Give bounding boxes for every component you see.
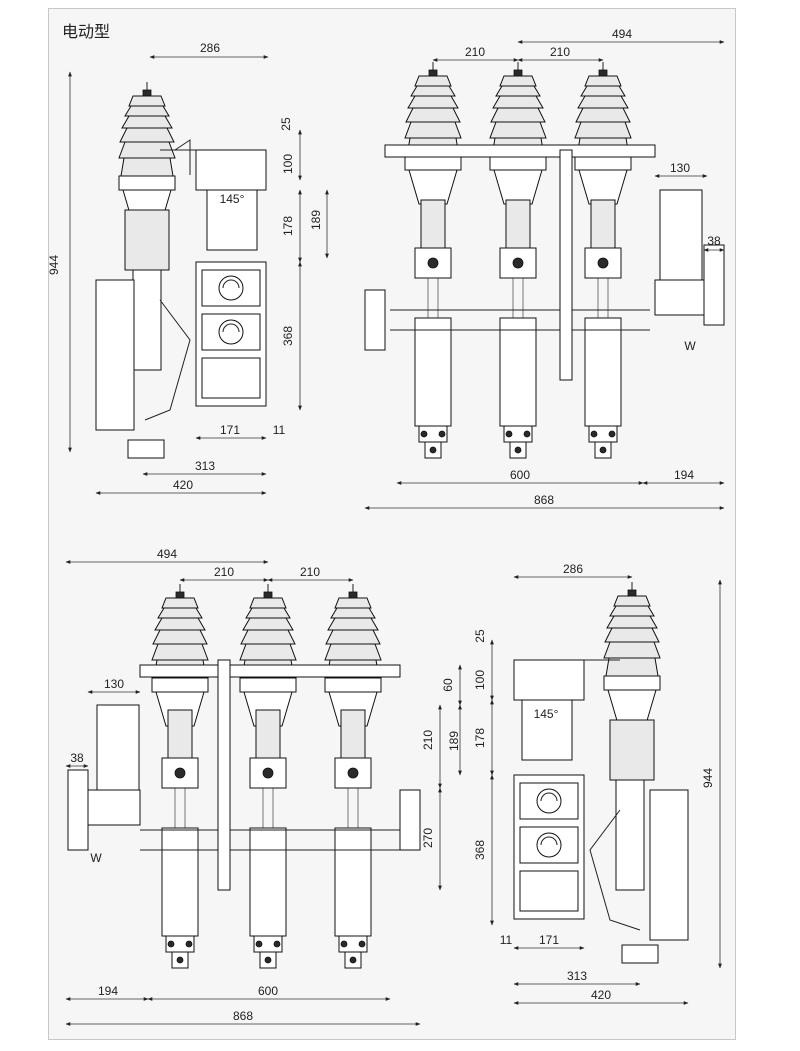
motor-label-bottom: W [90,851,102,865]
dim-210b: 210 [550,45,570,59]
dim-420: 420 [591,988,611,1002]
dim-600: 600 [258,984,278,998]
dim-600: 600 [510,468,530,482]
motor-label: W [684,339,696,353]
dim-368: 368 [473,840,487,860]
dim-868: 868 [534,493,554,507]
dim-11: 11 [273,423,286,437]
page-title: 电动型 [62,24,111,41]
dim-11: 11 [500,933,513,947]
dim-944: 944 [701,768,715,788]
front-view-top-dimensions: 210 210 494 130 38 600 194 868 [364,27,725,510]
dim-178: 178 [281,216,295,236]
side-view-bottom [513,581,689,964]
dim-944: 944 [47,255,61,275]
front-view-bottom: W [67,583,421,969]
dim-286: 286 [563,562,583,576]
dim-25: 25 [473,629,487,643]
dim-178: 178 [473,728,487,748]
dim-130: 130 [670,161,690,175]
side-view-top [95,81,267,459]
dim-194: 194 [98,984,118,998]
dim-171: 171 [539,933,559,947]
dim-194: 194 [674,468,694,482]
side-view-bottom-dimensions: 286 25 100 145° 178 944 368 171 11 313 4… [473,562,722,1005]
dim-60: 60 [441,678,455,692]
dim-25: 25 [279,117,293,131]
dim-494: 494 [157,547,177,561]
side-view-top-dimensions: 286 944 25 100 178 189 145° 368 171 11 3… [47,41,329,495]
dim-189: 189 [447,731,461,751]
front-view-top: W [364,61,725,459]
dim-210b: 210 [300,565,320,579]
dim-38: 38 [707,234,721,248]
dim-171: 171 [220,423,240,437]
dim-189: 189 [309,210,323,230]
dim-210: 210 [421,730,435,750]
dim-313: 313 [195,459,215,473]
dim-145: 145° [220,192,245,206]
dim-130: 130 [104,677,124,691]
dim-38: 38 [70,751,84,765]
dim-210a: 210 [214,565,234,579]
dim-100: 100 [281,154,295,174]
dim-145: 145° [534,707,559,721]
dim-368: 368 [281,326,295,346]
dim-868: 868 [233,1009,253,1023]
dim-100: 100 [473,670,487,690]
dim-210a: 210 [465,45,485,59]
dim-270: 270 [421,828,435,848]
dim-313: 313 [567,969,587,983]
front-view-bottom-dimensions: 494 210 210 130 38 60 210 189 270 194 60… [65,547,462,1026]
dim-494: 494 [612,27,632,41]
dim-286: 286 [200,41,220,55]
dim-420: 420 [173,478,193,492]
